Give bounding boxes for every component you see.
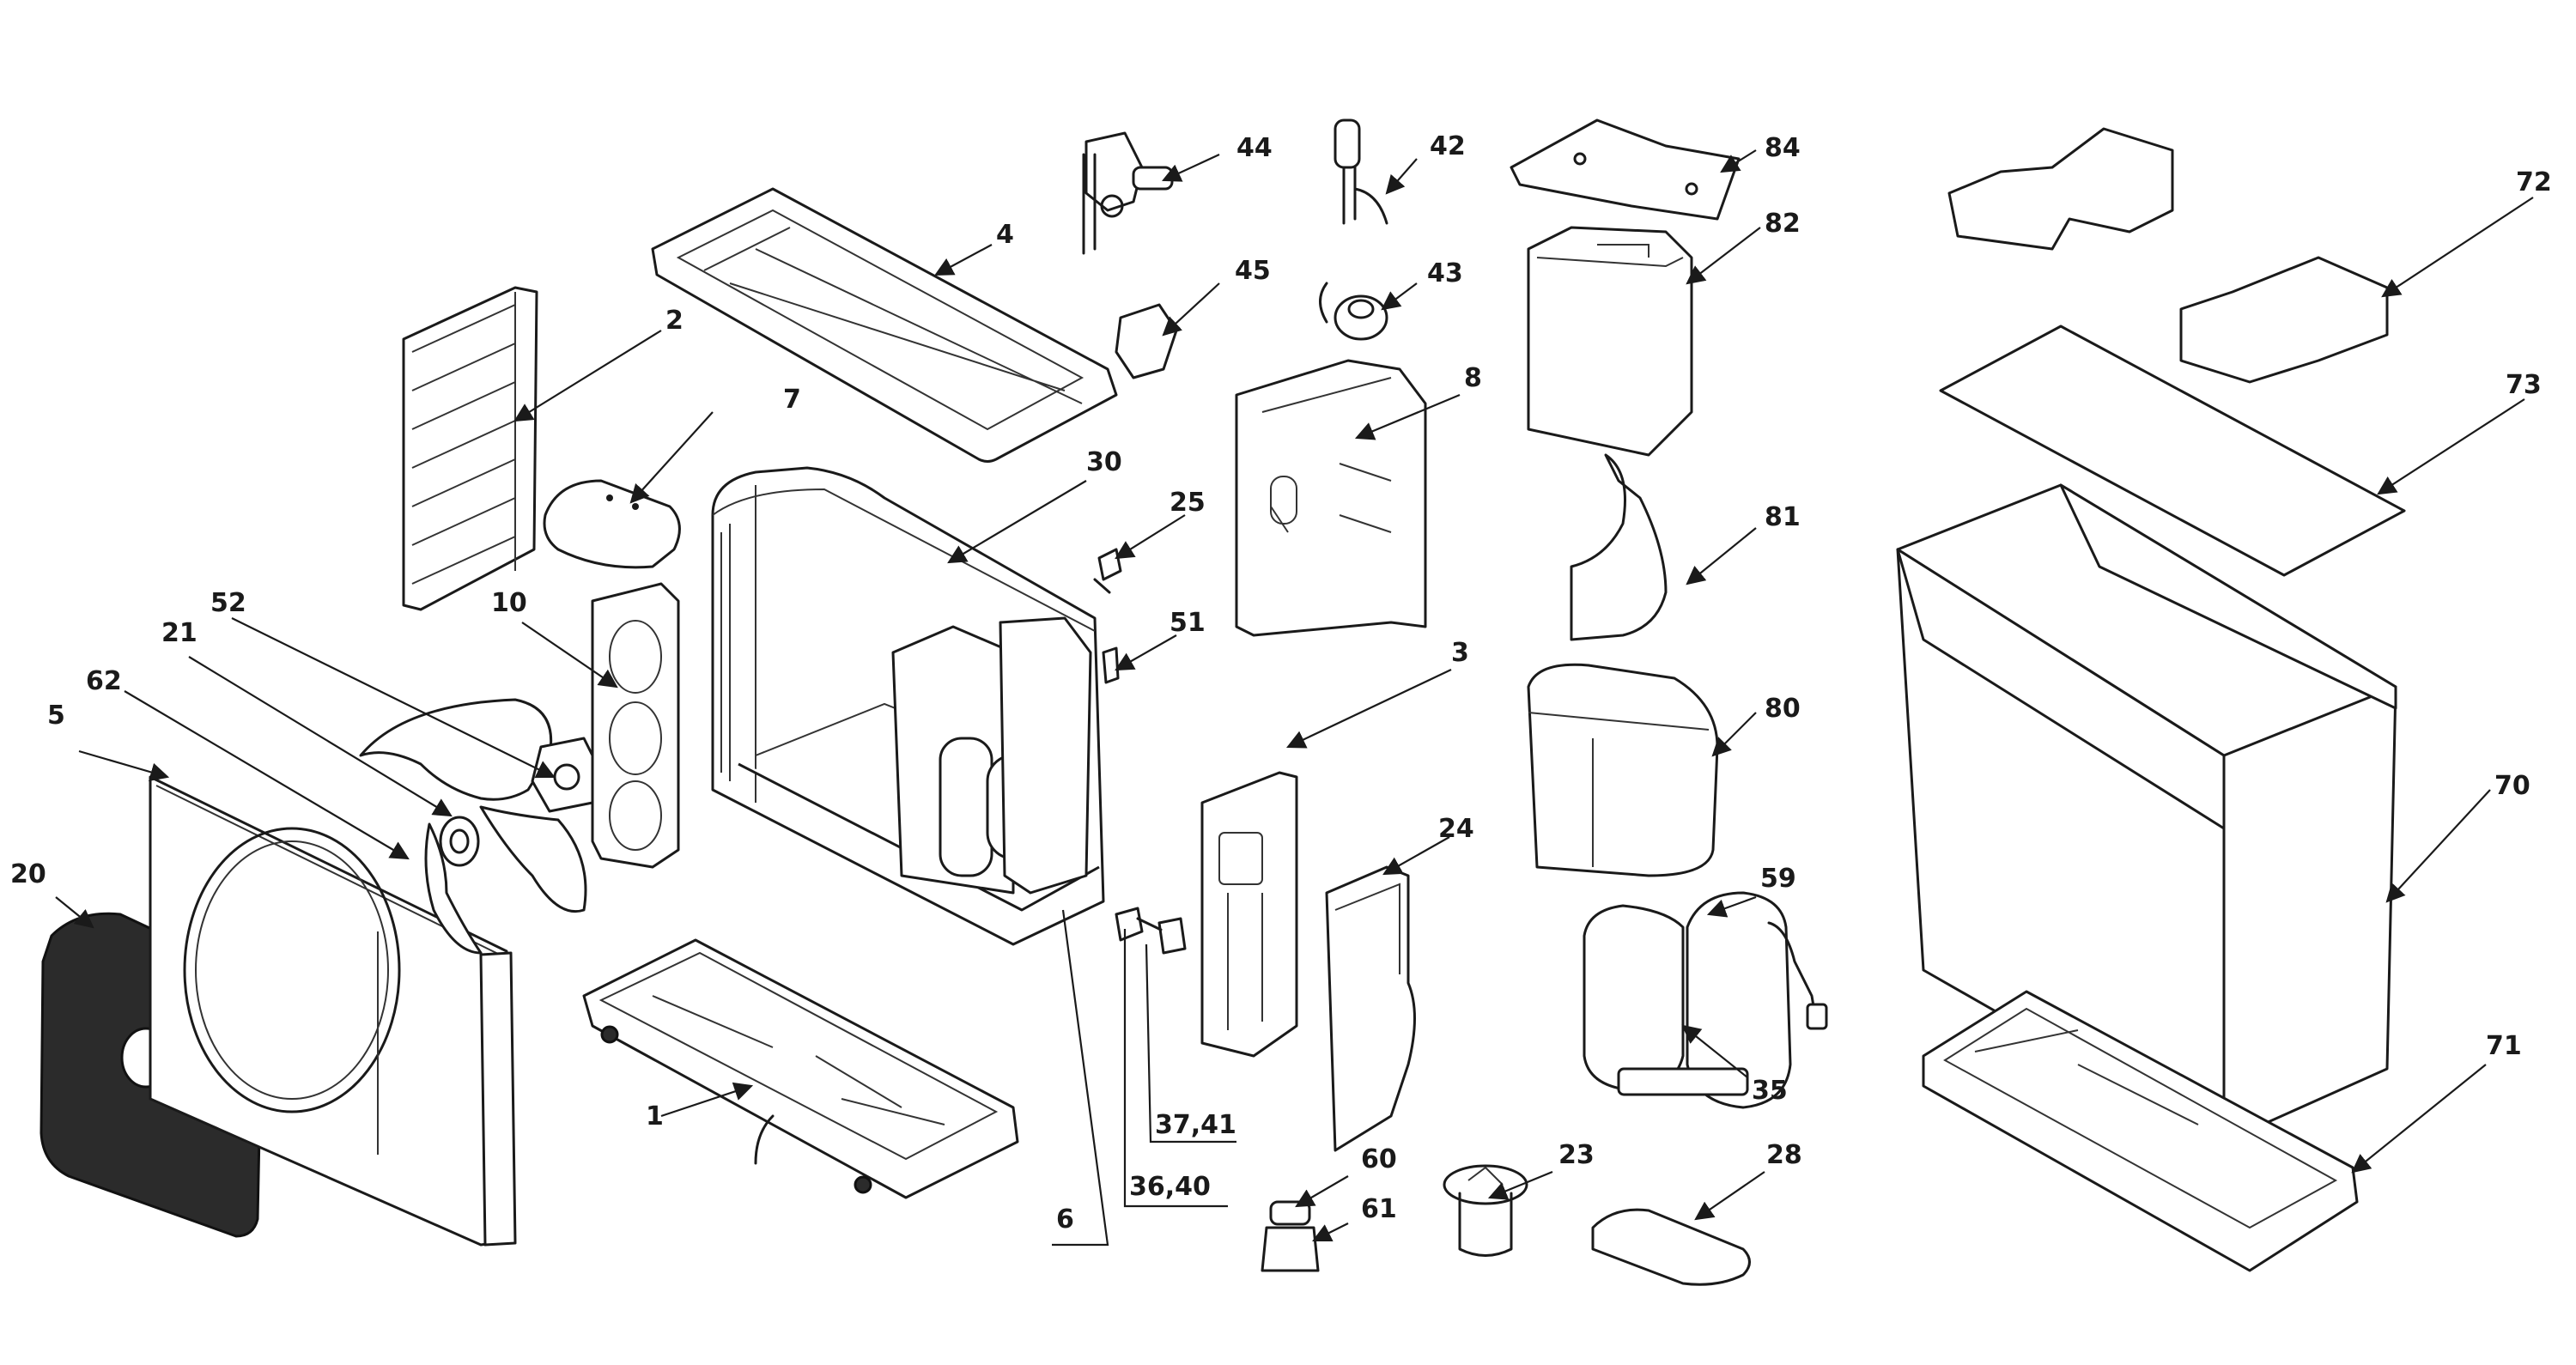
callout-72: 72 xyxy=(2516,167,2552,197)
callout-84: 84 xyxy=(1765,133,1801,163)
callout-21: 21 xyxy=(161,618,197,648)
callout-30: 30 xyxy=(1086,447,1122,477)
part-cap xyxy=(543,479,681,569)
part-packing-base xyxy=(1922,990,2359,1272)
callout-60: 60 xyxy=(1361,1144,1397,1174)
part-insulation xyxy=(1325,865,1416,1152)
callout-59: 59 xyxy=(1760,864,1796,894)
leader-lines xyxy=(55,149,2534,1247)
part-carton xyxy=(1896,483,2397,1144)
callout-24: 24 xyxy=(1438,814,1474,844)
callout-10: 10 xyxy=(491,588,527,618)
callout-8: 8 xyxy=(1464,363,1482,393)
part-rear-grille xyxy=(402,286,538,611)
callout-20: 20 xyxy=(10,859,46,889)
callout-23: 23 xyxy=(1558,1140,1595,1170)
callout-35: 35 xyxy=(1752,1076,1788,1106)
part-packing-foam-top xyxy=(1947,127,2389,384)
callout-73: 73 xyxy=(2506,370,2542,400)
part-fan-motor xyxy=(531,737,603,813)
callout-71: 71 xyxy=(2486,1031,2522,1061)
part-bushing xyxy=(1261,1200,1320,1272)
part-expansion-valve xyxy=(1334,118,1388,225)
callout-labels: 1 2 3 4 5 6 7 8 10 20 21 23 24 25 28 30 … xyxy=(10,131,2552,1235)
part-mount xyxy=(1443,1164,1528,1257)
part-side-panel xyxy=(1235,359,1427,637)
callout-36-40: 36,40 xyxy=(1129,1172,1211,1202)
callout-4: 4 xyxy=(996,220,1014,250)
part-packing-sheet xyxy=(1939,325,2406,577)
callout-42: 42 xyxy=(1430,131,1466,161)
callout-80: 80 xyxy=(1765,694,1801,724)
part-top-cover xyxy=(651,187,1118,463)
part-sound-blanket-upper xyxy=(1570,453,1668,641)
part-base-pan xyxy=(582,938,1019,1199)
part-expansion-coil xyxy=(1319,282,1388,341)
callout-62: 62 xyxy=(86,666,122,696)
callout-52: 52 xyxy=(210,588,246,618)
part-pad xyxy=(1591,1208,1751,1286)
part-service-cover xyxy=(1200,771,1298,1058)
callout-45: 45 xyxy=(1235,256,1271,286)
part-four-way-valve xyxy=(1082,131,1174,255)
callout-51: 51 xyxy=(1170,608,1206,638)
part-jacket-lid xyxy=(1510,118,1741,221)
part-service-valves xyxy=(1115,907,1187,955)
part-small-valve xyxy=(1093,548,1122,594)
part-sound-blanket-lower xyxy=(1527,663,1719,877)
part-fan-blade xyxy=(359,698,587,955)
callout-1: 1 xyxy=(646,1101,664,1131)
callout-2: 2 xyxy=(665,306,683,336)
callout-3: 3 xyxy=(1451,638,1469,668)
callout-6: 6 xyxy=(1056,1204,1074,1235)
part-motor-bracket xyxy=(591,582,680,869)
part-fitting xyxy=(1102,646,1120,684)
callout-81: 81 xyxy=(1765,502,1801,532)
callout-44: 44 xyxy=(1236,133,1273,163)
callout-5: 5 xyxy=(47,701,65,731)
callout-28: 28 xyxy=(1766,1140,1802,1170)
callout-70: 70 xyxy=(2494,771,2530,801)
callout-7: 7 xyxy=(783,385,801,415)
callout-37-41: 37,41 xyxy=(1155,1110,1236,1140)
part-compressor xyxy=(1583,891,1828,1109)
part-front-panel xyxy=(149,775,517,1247)
callout-25: 25 xyxy=(1170,488,1206,518)
part-upper-jacket xyxy=(1527,226,1693,457)
callout-82: 82 xyxy=(1765,209,1801,239)
part-casing xyxy=(711,466,1105,946)
part-solenoid-coil xyxy=(1115,303,1178,379)
callout-43: 43 xyxy=(1427,258,1463,288)
callout-61: 61 xyxy=(1361,1194,1397,1224)
